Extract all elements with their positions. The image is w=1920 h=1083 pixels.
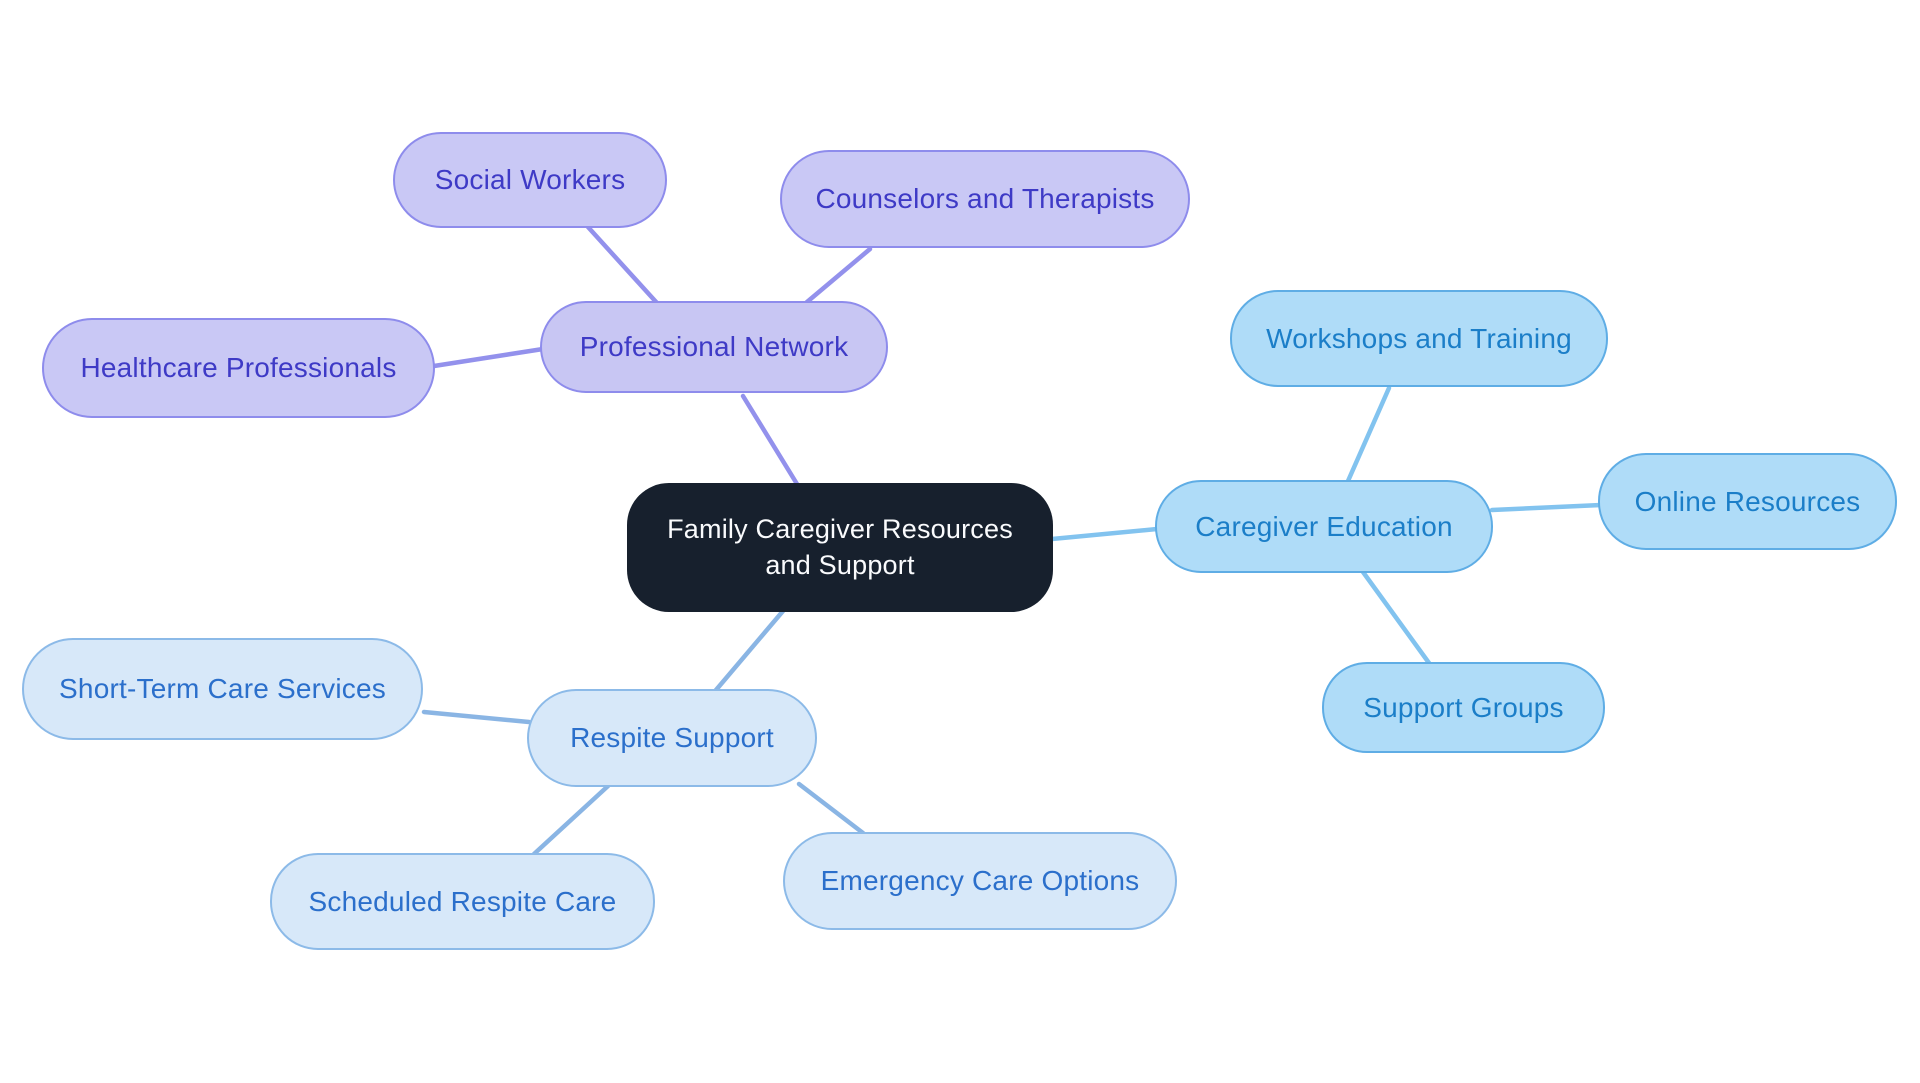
mindmap-node-support-groups[interactable]: Support Groups	[1322, 662, 1605, 753]
node-label: Online Resources	[1634, 485, 1861, 517]
mindmap-node-respite-support[interactable]: Respite Support	[527, 689, 817, 787]
mindmap-node-emergency-care-options[interactable]: Emergency Care Options	[783, 832, 1177, 930]
edge-caregiver-education-to-support-groups	[1360, 569, 1432, 666]
mindmap-node-healthcare-professionals[interactable]: Healthcare Professionals	[42, 318, 435, 418]
node-label: Workshops and Training	[1266, 322, 1572, 354]
node-label: Caregiver Education	[1195, 510, 1453, 542]
node-label: Scheduled Respite Care	[308, 885, 617, 917]
mindmap-node-social-workers[interactable]: Social Workers	[393, 132, 667, 228]
mindmap-node-central[interactable]: Family Caregiver Resources and Support	[627, 483, 1053, 612]
node-label-line: and Support	[765, 549, 915, 580]
mindmap-node-professional-network[interactable]: Professional Network	[540, 301, 888, 393]
mindmap-node-counselors-and-therapists[interactable]: Counselors and Therapists	[780, 150, 1190, 248]
edge-counselors-and-therapists-to-professional-network	[804, 246, 873, 305]
edge-healthcare-professionals-to-professional-network	[431, 346, 546, 369]
edge-respite-support-to-scheduled-respite-care	[531, 783, 611, 857]
edge-central-to-respite-support	[713, 608, 786, 693]
node-label: Counselors and Therapists	[815, 183, 1155, 214]
mindmap-node-short-term-care-services[interactable]: Short-Term Care Services	[22, 638, 423, 740]
edge-workshops-and-training-to-caregiver-education	[1345, 385, 1392, 484]
node-label: Support Groups	[1363, 691, 1564, 723]
node-label: Healthcare Professionals	[80, 352, 397, 383]
mindmap-node-online-resources[interactable]: Online Resources	[1598, 453, 1897, 550]
node-label: Family Caregiver Resources and Support	[667, 512, 1013, 583]
edge-social-workers-to-professional-network	[585, 224, 660, 306]
node-label: Social Workers	[434, 164, 626, 195]
node-label: Short-Term Care Services	[59, 673, 386, 704]
node-label-line: Family Caregiver Resources	[667, 513, 1013, 544]
node-label: Respite Support	[570, 722, 774, 753]
mindmap-node-scheduled-respite-care[interactable]: Scheduled Respite Care	[270, 853, 655, 950]
mindmap-node-workshops-and-training[interactable]: Workshops and Training	[1230, 290, 1608, 387]
mindmap-node-caregiver-education[interactable]: Caregiver Education	[1155, 480, 1493, 573]
node-label: Professional Network	[579, 331, 849, 362]
edge-respite-support-to-short-term-care-services	[421, 709, 532, 725]
edge-caregiver-education-to-online-resources	[1489, 502, 1604, 513]
edge-professional-network-to-central	[740, 393, 800, 487]
edge-respite-support-to-emergency-care-options	[796, 781, 866, 836]
node-label: Emergency Care Options	[820, 865, 1140, 896]
edge-central-to-caregiver-education	[1049, 526, 1160, 542]
